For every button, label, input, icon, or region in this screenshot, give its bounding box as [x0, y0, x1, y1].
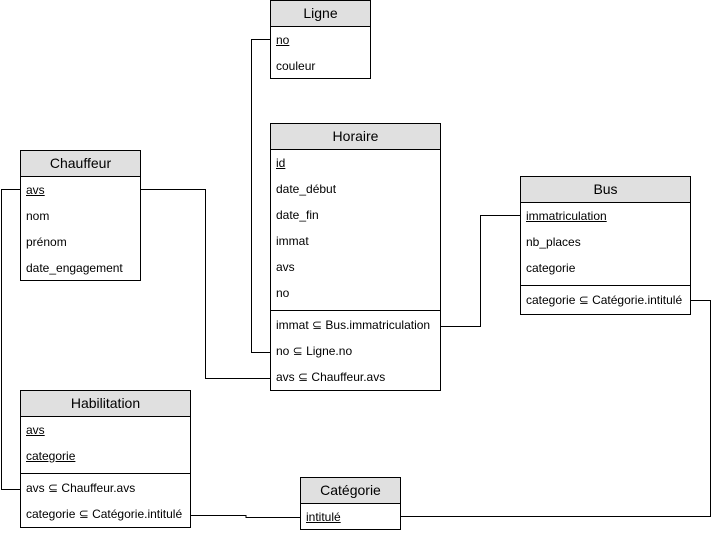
entity-horaire-title: Horaire	[271, 124, 440, 150]
habilitation-fk-categorie: categorie ⊆ Catégorie.intitulé	[26, 507, 183, 521]
bus-separator	[521, 285, 690, 286]
horaire-attr-avs: avs	[276, 260, 295, 274]
horaire-attr-no: no	[276, 286, 290, 300]
entity-horaire: Horaire id date_début date_fin immat avs…	[270, 123, 441, 391]
connector-horaire-bus	[440, 215, 521, 327]
connector-horaire-chauffeur	[140, 189, 271, 379]
horaire-attr-date-fin: date_fin	[276, 208, 319, 222]
connector-horaire-ligne	[251, 39, 271, 353]
ligne-attr-no: no	[276, 33, 290, 47]
habilitation-separator	[21, 473, 190, 474]
bus-attr-categorie: categorie	[526, 261, 576, 275]
horaire-attr-immat: immat	[276, 234, 309, 248]
horaire-fk-avs: avs ⊆ Chauffeur.avs	[276, 370, 386, 384]
habilitation-attr-avs: avs	[26, 423, 45, 437]
chauffeur-attr-avs: avs	[26, 183, 45, 197]
entity-bus: Bus immatriculation nb_places categorie …	[520, 176, 691, 315]
connector-bus-categorie	[400, 300, 711, 517]
bus-attr-nb-places: nb_places	[526, 235, 581, 249]
horaire-fk-no: no ⊆ Ligne.no	[276, 344, 353, 358]
entity-categorie-title: Catégorie	[301, 478, 400, 504]
habilitation-fk-avs: avs ⊆ Chauffeur.avs	[26, 481, 136, 495]
connector-habilitation-chauffeur	[1, 189, 21, 490]
entity-categorie: Catégorie intitulé	[300, 477, 401, 530]
horaire-attr-date-debut: date_début	[276, 182, 337, 196]
categorie-attr-intitule: intitulé	[306, 510, 341, 524]
horaire-fk-immat: immat ⊆ Bus.immatriculation	[276, 318, 431, 332]
entity-habilitation-title: Habilitation	[21, 391, 190, 417]
horaire-attr-id: id	[276, 156, 286, 170]
entity-chauffeur-title: Chauffeur	[21, 151, 140, 177]
bus-fk-categorie: categorie ⊆ Catégorie.intitulé	[526, 293, 683, 307]
entity-bus-title: Bus	[521, 177, 690, 203]
chauffeur-attr-nom: nom	[26, 209, 50, 223]
horaire-separator	[271, 310, 440, 311]
habilitation-attr-categorie: categorie	[26, 449, 76, 463]
chauffeur-attr-date-engagement: date_engagement	[26, 261, 123, 275]
bus-attr-immatriculation: immatriculation	[526, 209, 607, 223]
chauffeur-attr-prenom: prénom	[26, 235, 67, 249]
entity-habilitation: Habilitation avs categorie avs ⊆ Chauffe…	[20, 390, 191, 528]
connector-habilitation-categorie	[190, 515, 301, 518]
entity-chauffeur: Chauffeur avs nom prénom date_engagement	[20, 150, 141, 281]
ligne-attr-couleur: couleur	[276, 59, 316, 73]
entity-ligne: Ligne no couleur	[270, 0, 371, 79]
entity-ligne-title: Ligne	[271, 1, 370, 27]
